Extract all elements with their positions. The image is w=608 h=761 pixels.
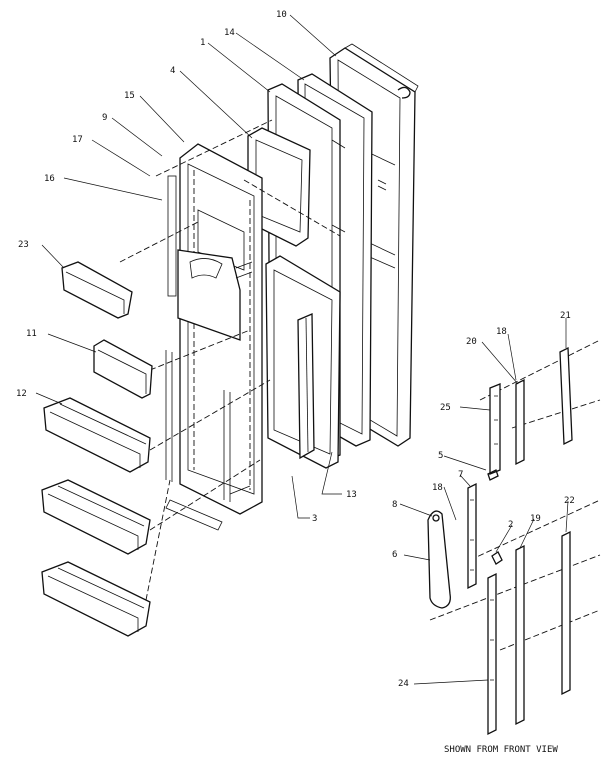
part-20-upper-strip bbox=[515, 378, 525, 466]
part-25-bracket bbox=[489, 383, 501, 475]
bin-23 bbox=[61, 261, 133, 319]
callout-16: 16 bbox=[44, 174, 55, 184]
bin-12 bbox=[43, 397, 151, 473]
callout-25: 25 bbox=[440, 403, 451, 413]
bin-lower-2 bbox=[41, 561, 151, 637]
part-15-inner-frame bbox=[165, 143, 263, 531]
callout-labels: 10 14 1 4 15 9 17 16 23 11 12 3 13 21 18… bbox=[16, 10, 575, 689]
caption-shown-from-front-view: SHOWN FROM FRONT VIEW bbox=[444, 745, 558, 755]
callout-3: 3 bbox=[312, 514, 317, 524]
callout-14: 14 bbox=[224, 28, 235, 38]
part-5-clip bbox=[487, 469, 499, 481]
callout-19: 19 bbox=[530, 514, 541, 524]
part-22-lower-handle-trim bbox=[561, 530, 571, 696]
callout-4: 4 bbox=[170, 66, 175, 76]
part-6-handle bbox=[427, 510, 451, 609]
callout-18-upper: 18 bbox=[496, 327, 507, 337]
callout-11: 11 bbox=[26, 329, 37, 339]
callout-8: 8 bbox=[392, 500, 397, 510]
callout-7: 7 bbox=[458, 470, 463, 480]
callout-9: 9 bbox=[102, 113, 107, 123]
part-7-handle-rail bbox=[467, 482, 477, 590]
part-3-trim-strip bbox=[297, 313, 315, 460]
part-2-clip bbox=[491, 551, 503, 565]
callout-23: 23 bbox=[18, 240, 29, 250]
callout-15: 15 bbox=[124, 91, 135, 101]
part-8-screw bbox=[432, 514, 440, 522]
callout-22: 22 bbox=[564, 496, 575, 506]
part-19-lower-strip bbox=[515, 544, 525, 726]
callout-2: 2 bbox=[508, 520, 513, 530]
callout-1: 1 bbox=[200, 38, 205, 48]
callout-6: 6 bbox=[392, 550, 397, 560]
callout-13: 13 bbox=[346, 490, 357, 500]
callout-12: 12 bbox=[16, 389, 27, 399]
callout-21: 21 bbox=[560, 311, 571, 321]
alignment-lines bbox=[119, 119, 601, 651]
callout-10: 10 bbox=[276, 10, 287, 20]
callout-24: 24 bbox=[398, 679, 409, 689]
part-24-lower-rail bbox=[487, 572, 497, 736]
callout-17: 17 bbox=[72, 135, 83, 145]
bin-lower-1 bbox=[41, 479, 151, 555]
callout-5: 5 bbox=[438, 451, 443, 461]
callout-18-lower: 18 bbox=[432, 483, 443, 493]
leader-lines bbox=[35, 14, 569, 685]
callout-20: 20 bbox=[466, 337, 477, 347]
bin-11 bbox=[93, 339, 153, 399]
part-21-upper-handle-trim bbox=[559, 346, 573, 446]
